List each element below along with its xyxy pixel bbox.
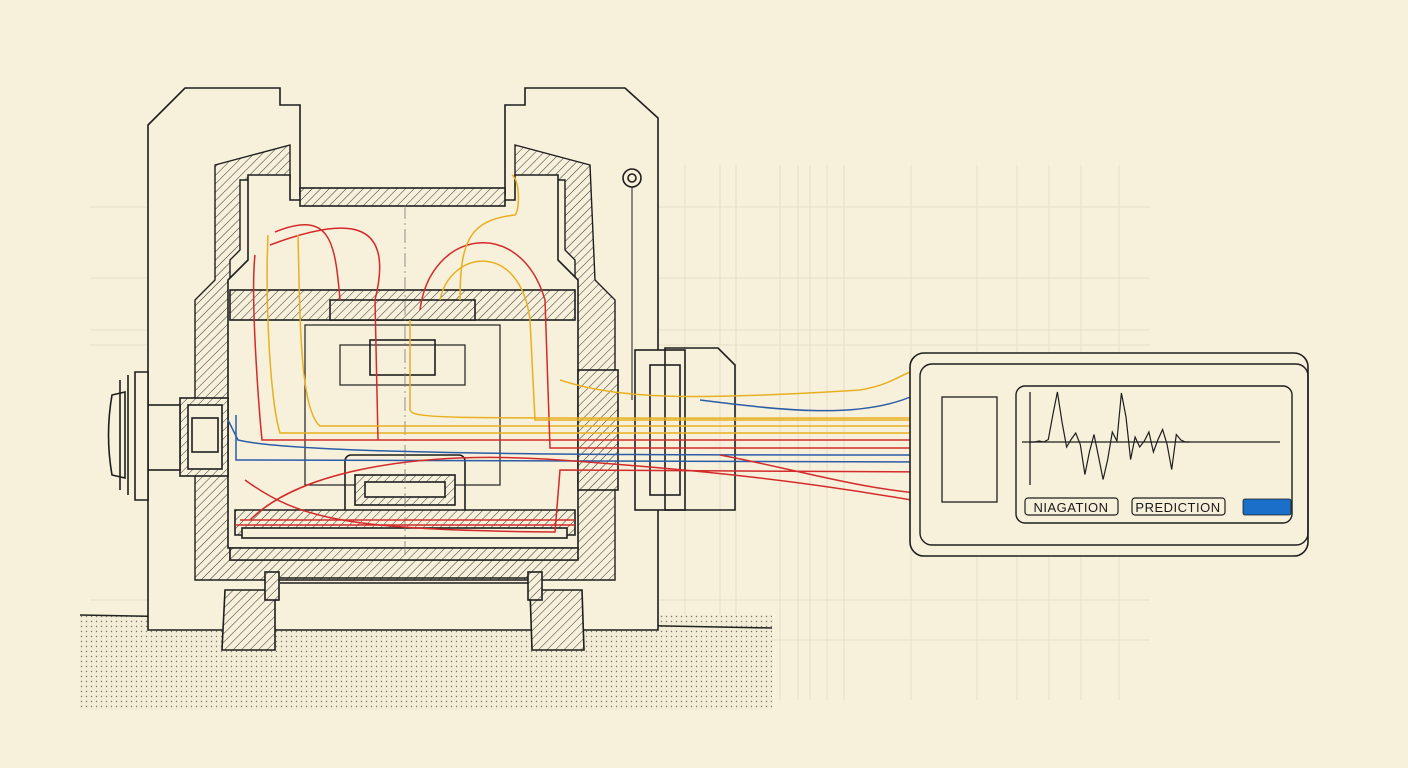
waveform-trace (1030, 391, 1190, 480)
ground-base (79, 614, 773, 710)
niagation-button-label: NIAGATION (1033, 500, 1108, 515)
waveform-plot (1022, 391, 1280, 485)
sensor-input-block (941, 396, 998, 503)
prediction-button[interactable] (1131, 497, 1226, 516)
status-indicator[interactable] (1242, 498, 1292, 516)
wire-harness (227, 174, 945, 533)
monitor-display: NIAGATION PREDICTION (909, 352, 1309, 557)
prediction-button-label: PREDICTION (1135, 500, 1220, 515)
motor-housing (107, 87, 736, 651)
waveform-screen (1015, 385, 1293, 524)
niagation-button[interactable] (1024, 497, 1119, 516)
